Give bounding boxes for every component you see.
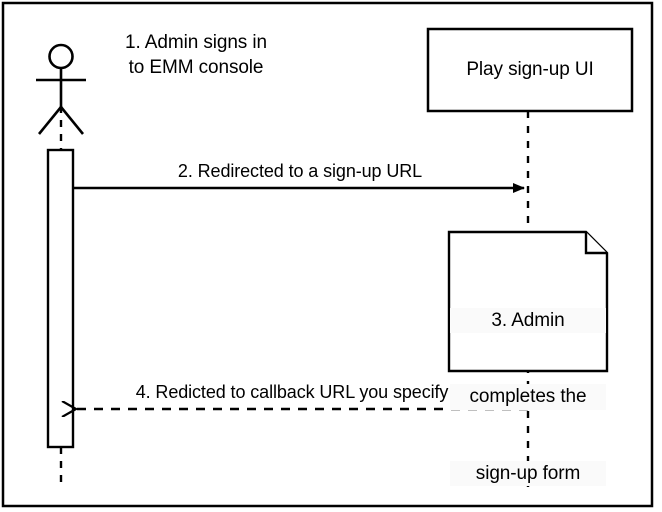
note-step3-line-3: sign-up form xyxy=(450,460,606,487)
actor-activation-bar xyxy=(46,148,75,449)
participant-label-play-signup-ui: Play sign-up UI xyxy=(466,59,594,80)
note-step3-line-2: completes the xyxy=(450,384,606,410)
actor-stick-figure-icon xyxy=(36,43,86,135)
note-step3-shape xyxy=(447,230,609,373)
note-step3-line-1: 3. Admin xyxy=(450,307,606,334)
actor-caption-label: 1. Admin signs in to EMM console xyxy=(125,32,267,78)
note-step3-label: 3. Admin completes the sign-up form xyxy=(450,257,606,512)
participant-box-play-signup-ui xyxy=(426,27,634,113)
message-4-label: 4. Redicted to callback URL you specify xyxy=(135,382,449,402)
message-2-label: 2. Redirected to a sign-up URL xyxy=(177,161,423,181)
